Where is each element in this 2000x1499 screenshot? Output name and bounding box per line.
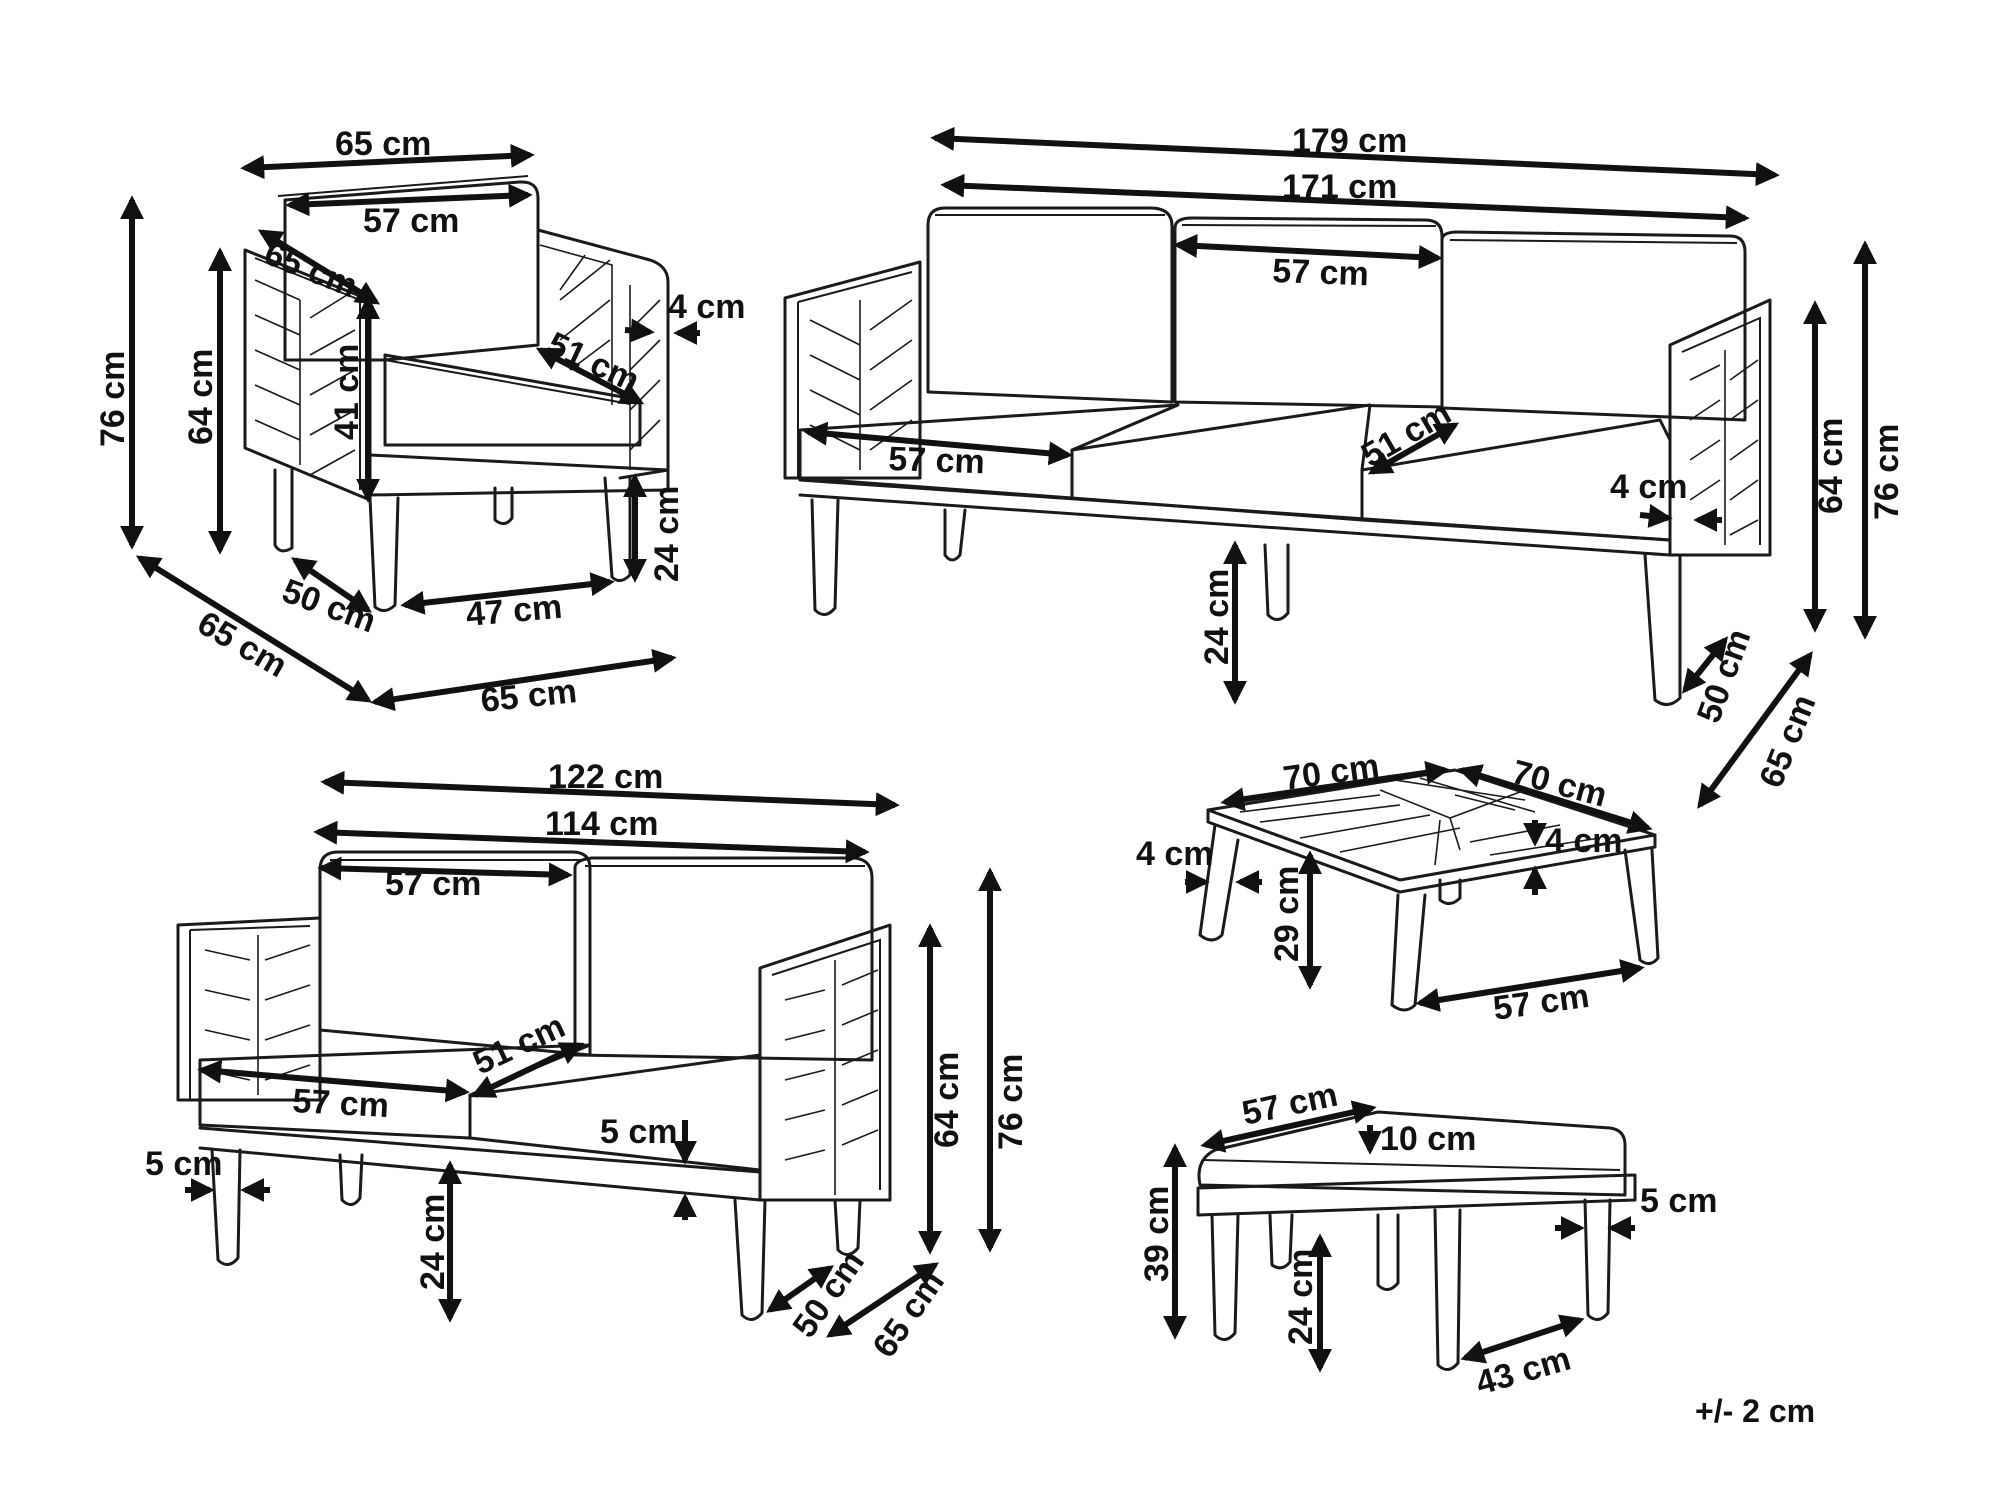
table-height-label: 29 cm <box>1268 866 1306 962</box>
sofa3-leg-height-label: 24 cm <box>1198 569 1236 665</box>
ottoman-drawing <box>1196 1110 1637 1371</box>
sofa2-seat-width-label: 57 cm <box>292 1082 390 1125</box>
sofa2-leg-thickness-label: 5 cm <box>145 1145 223 1183</box>
sofa3-leg-depth-label: 50 cm <box>1690 624 1759 728</box>
tolerance-note: +/- 2 cm <box>1695 1393 1815 1429</box>
sofa2-cushion-width-label: 57 cm <box>385 865 481 903</box>
armchair-leg-height-label: 24 cm <box>648 486 686 582</box>
sofa2-total-width-label: 122 cm <box>548 758 663 796</box>
sofa3-inner-width-label: 171 cm <box>1282 168 1397 206</box>
sofa2-cushion-thickness-label: 5 cm <box>600 1113 678 1151</box>
table-leg-thickness-label: 4 cm <box>1136 835 1214 873</box>
table-top-thickness-label: 4 cm <box>1545 822 1623 860</box>
armchair-width-top-label: 65 cm <box>335 125 431 163</box>
ottoman-dimensions: 57 cm 10 cm 5 cm 39 cm 24 cm 43 cm <box>1138 1076 1718 1403</box>
sofa2-drawing <box>176 850 892 1321</box>
armchair-total-height-label: 76 cm <box>94 351 132 447</box>
sofa3-total-width-label: 179 cm <box>1292 122 1407 160</box>
ottoman-cushion-thickness-label: 10 cm <box>1380 1120 1476 1158</box>
table-length-label: 70 cm <box>1281 747 1382 798</box>
sofa3-total-height-label: 76 cm <box>1868 424 1906 520</box>
sofa2-total-height-label: 76 cm <box>992 1054 1030 1150</box>
sofa3-seat-width-label: 57 cm <box>888 440 986 481</box>
sofa3-arm-height-label: 64 cm <box>1812 418 1850 514</box>
ottoman-frame-thickness-label: 5 cm <box>1640 1182 1718 1220</box>
table-dimensions: 70 cm 70 cm 4 cm 4 cm 29 cm 57 cm <box>1136 747 1653 1028</box>
sofa2-leg-height-label: 24 cm <box>414 1194 452 1290</box>
armchair-drawing <box>243 175 670 612</box>
armchair-arm-height-label: 64 cm <box>182 349 220 445</box>
armchair-arm-depth-label: 65 cm <box>259 234 363 305</box>
sofa2-inner-width-label: 114 cm <box>545 805 658 843</box>
sofa3-cushion-width-label: 57 cm <box>1272 252 1370 293</box>
sofa2-arm-height-label: 64 cm <box>928 1052 966 1148</box>
sofa3-dimensions: 179 cm 171 cm 57 cm 57 cm 51 cm 4 cm 64 … <box>803 122 1906 809</box>
armchair-dimensions: 65 cm 57 cm 65 cm 4 cm 51 cm 41 cm 64 cm… <box>94 125 746 720</box>
armchair-leg-width-label: 47 cm <box>464 588 563 634</box>
armchair-back-width-label: 57 cm <box>363 202 459 240</box>
ottoman-leg-height-label: 24 cm <box>1282 1249 1320 1345</box>
armchair-base-depth-label: 65 cm <box>191 604 293 685</box>
armchair-arm-thickness-label: 4 cm <box>668 288 746 326</box>
ottoman-height-label: 39 cm <box>1138 1186 1176 1282</box>
sofa2-depth-label: 65 cm <box>865 1264 951 1365</box>
armchair-base-width-label: 65 cm <box>479 672 579 720</box>
sofa2-leg-depth-label: 50 cm <box>785 1244 871 1345</box>
sofa3-arm-thickness-label: 4 cm <box>1610 468 1688 506</box>
sofa3-depth-label: 65 cm <box>1752 689 1823 793</box>
armchair-back-height-label: 41 cm <box>328 344 366 440</box>
table-leg-span-label: 57 cm <box>1491 977 1592 1028</box>
sofa2-dimensions: 122 cm 114 cm 57 cm 57 cm 51 cm 5 cm 5 c… <box>145 758 1030 1365</box>
